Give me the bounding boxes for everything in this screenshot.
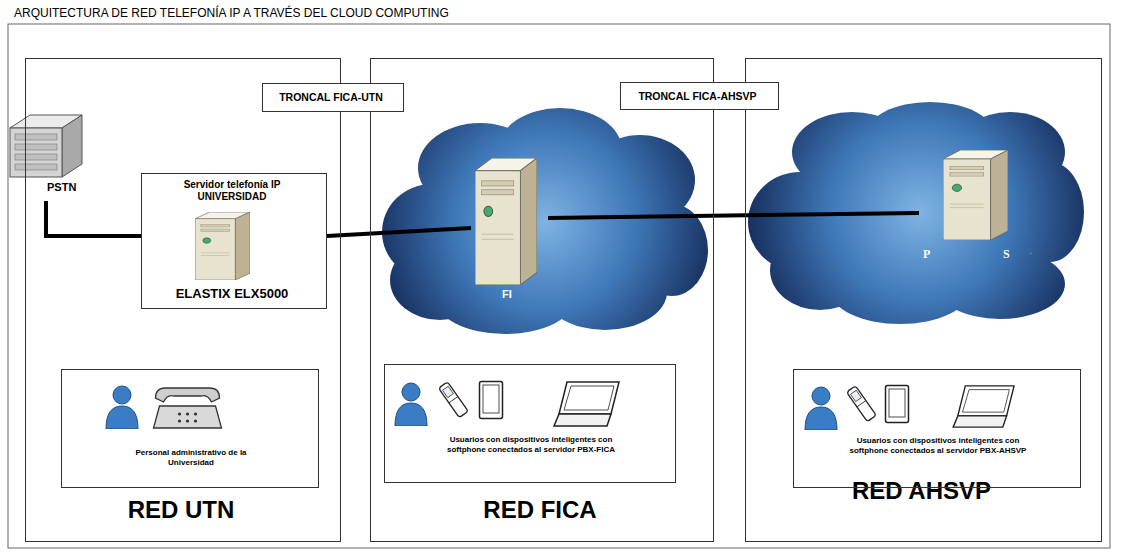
user-icon — [805, 387, 837, 430]
pstn-server-icon — [15, 154, 57, 160]
pstn-server-icon — [62, 115, 82, 177]
user-group-caption: Personal administrativo de la Universida… — [116, 448, 266, 467]
outer-frame — [8, 24, 1110, 548]
user-group-box: Personal administrativo de la Universida… — [61, 369, 319, 488]
trunk-link — [46, 201, 141, 236]
server-label: S — [1003, 247, 1010, 261]
mobile-phone-icon — [439, 382, 469, 418]
trunk-label: TRONCAL FICA-UTN — [263, 91, 399, 104]
tablet-icon — [480, 382, 503, 419]
desk-phone-icon — [154, 388, 222, 428]
diagram-title: ARQUITECTURA DE RED TELEFONÍA IP A TRAVÉ… — [14, 6, 449, 20]
trunk-label: TRONCAL FICA-AHSVP — [621, 90, 774, 103]
fica-cloud — [428, 140, 668, 310]
server-label: P — [923, 247, 930, 261]
network-title: RED AHSVP — [746, 477, 1097, 506]
user-group-caption: Usuarios con dispositivos inteligentes c… — [848, 436, 1028, 455]
network-title: RED UTN — [26, 496, 336, 525]
trunk-link — [327, 228, 471, 236]
fica-cloud — [382, 108, 708, 334]
server-box: Servidor telefonía IP UNIVERSIDAD ELASTIX… — [141, 173, 327, 309]
trunk-link — [548, 213, 919, 218]
user-group-box: Usuarios con dispositivos inteligentes c… — [793, 369, 1081, 488]
mobile-phone-icon — [847, 386, 877, 422]
user-group-caption: Usuarios con dispositivos inteligentes c… — [441, 435, 621, 454]
laptop-icon — [554, 382, 619, 426]
pstn-node: PSTN — [11, 113, 89, 201]
pstn-server-icon — [10, 128, 62, 177]
pbx-server-node: FI — [471, 156, 548, 306]
trunk-box: TRONCAL FICA-AHSVP — [620, 82, 779, 110]
user-icon — [106, 386, 138, 429]
server-model: ELASTIX ELX5000 — [142, 286, 322, 302]
pstn-server-icon — [15, 134, 57, 140]
fica-pbx-server-icon — [475, 158, 537, 285]
user-group-box: Usuarios con dispositivos inteligentes c… — [384, 364, 676, 483]
pstn-server-icon — [15, 144, 57, 150]
elastix-server-icon — [195, 212, 250, 280]
tablet-icon — [886, 386, 909, 423]
pstn-label: PSTN — [47, 181, 76, 194]
laptop-icon — [953, 386, 1014, 427]
network-panel: RED AHSVPPSUsuarios con dispositivos int… — [745, 58, 1102, 542]
pbx-server-node: PS — [919, 149, 1019, 266]
network-panel: RED FICA FI Usuarios con dispositivos inte… — [370, 58, 714, 542]
pstn-server-icon — [10, 115, 82, 177]
network-title: RED FICA — [371, 496, 709, 525]
server-label: FI — [471, 288, 543, 301]
network-panel: RED UTN PSTN Servidor telefonía IP UNIVERS… — [25, 58, 341, 542]
pstn-server-icon — [15, 164, 57, 170]
server-caption: Servidor telefonía IP UNIVERSIDAD — [170, 179, 294, 203]
trunk-box: TRONCAL FICA-UTN — [262, 83, 404, 112]
ahsvp-pbx-server-icon — [943, 150, 1008, 240]
user-icon — [395, 383, 427, 426]
